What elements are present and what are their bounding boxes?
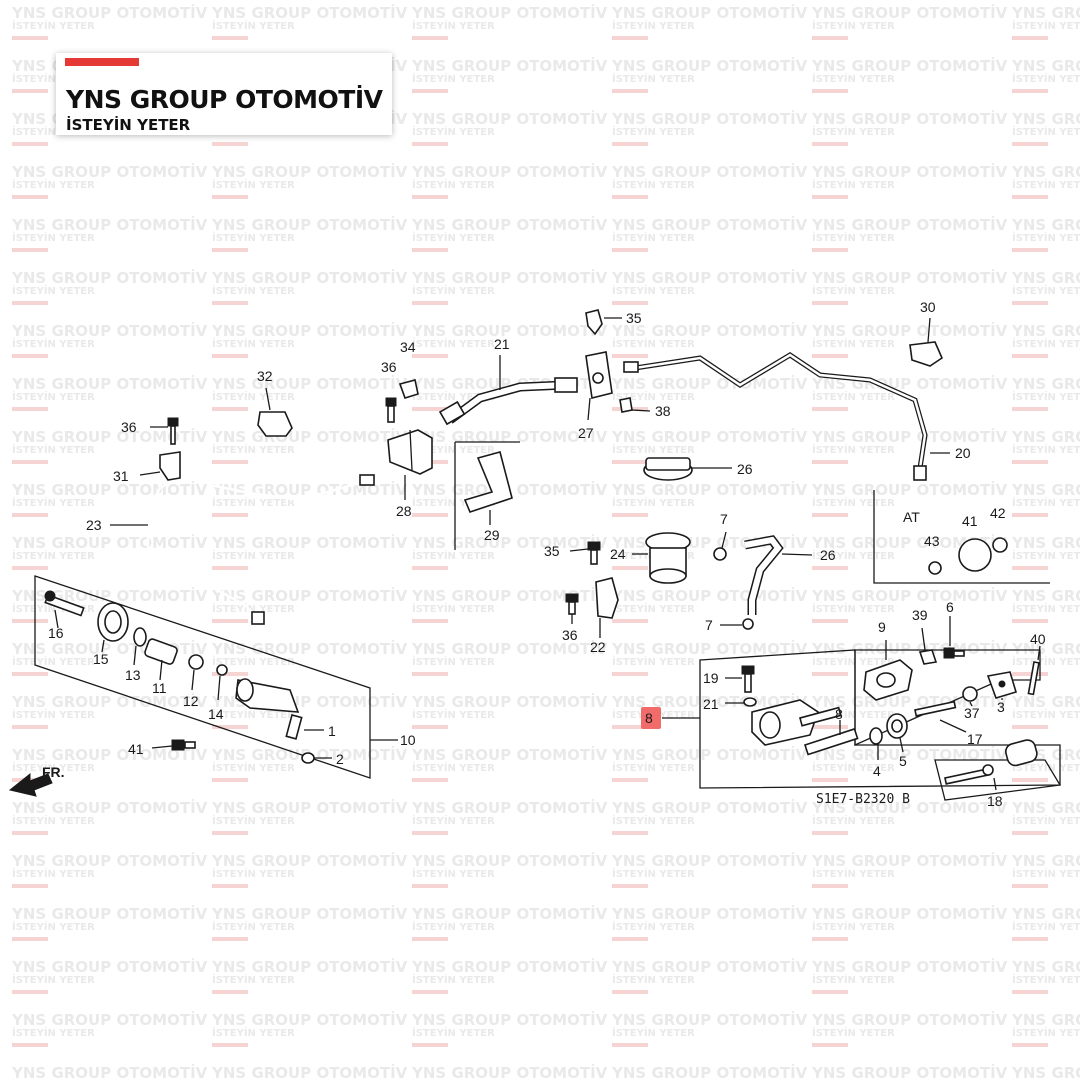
callout-24: 22 <box>590 639 606 655</box>
ring-14 <box>133 627 147 647</box>
switch-19 <box>1004 739 1038 767</box>
callout-26: 26 <box>820 547 836 563</box>
clip-35-right <box>585 309 603 336</box>
callout-29: 27 <box>578 425 594 441</box>
callout-35-a: 34 <box>400 339 416 355</box>
callout-18: 17 <box>967 731 983 747</box>
callout-41: 41 <box>128 741 144 757</box>
callout-31: 29 <box>484 527 500 543</box>
callout-17: 16 <box>48 625 64 641</box>
front-arrow-icon <box>8 772 53 797</box>
clamp-7a <box>713 547 727 561</box>
callout-4: 4 <box>873 763 881 779</box>
callout-13: 12 <box>183 693 199 709</box>
nut-39 <box>918 649 938 665</box>
brand-banner: YNS GROUP OTOMOTİV İSTEYİN YETER <box>56 53 392 135</box>
callout-42: 41 <box>962 513 978 529</box>
brand-name: YNS GROUP OTOMOTİV <box>66 85 383 114</box>
callout-8: 8 <box>645 710 653 726</box>
washer-15 <box>216 664 228 676</box>
callout-5: 5 <box>899 753 907 769</box>
callout-30: 28 <box>396 503 412 519</box>
valve-32 <box>909 341 944 367</box>
callout-22: 20 <box>955 445 971 461</box>
callout-7-b: 7 <box>705 617 713 633</box>
cap-43a <box>992 537 1008 553</box>
callout-39: 39 <box>912 607 928 623</box>
callout-9: 8 <box>835 706 843 722</box>
pipe-22-fitting-b <box>913 465 927 481</box>
callout-36-a: 36 <box>121 419 137 435</box>
group-11-frame <box>34 575 371 779</box>
callout-10: 9 <box>878 619 886 635</box>
callout-7-a: 7 <box>720 511 728 527</box>
bracket-33 <box>159 451 181 481</box>
callout-28: 26 <box>737 461 753 477</box>
bracket-30 <box>387 429 433 475</box>
callout-1: 1 <box>328 723 336 739</box>
callout-23: 21 <box>494 336 510 352</box>
clip-34 <box>257 411 293 437</box>
callout-12: 11 <box>152 680 167 696</box>
callout-34: 32 <box>257 368 273 384</box>
callout-36-d: 36 <box>562 627 578 643</box>
callout-35-b: 35 <box>626 310 642 326</box>
callout-19: 18 <box>987 793 1003 809</box>
rod-9 <box>803 727 859 756</box>
clamp-7b <box>742 618 754 630</box>
cap-43b <box>928 561 942 575</box>
brand-slogan: İSTEYİN YETER <box>66 116 191 134</box>
callout-11: 10 <box>400 732 416 748</box>
front-label: FR. <box>42 764 65 780</box>
washer-21 <box>743 697 757 707</box>
bracket-24 <box>595 577 619 619</box>
piston-12 <box>144 638 178 665</box>
bleeder-1 <box>285 714 303 740</box>
callout-21: 21 <box>703 696 719 712</box>
callout-8-highlight <box>641 707 661 729</box>
callout-43-a: 42 <box>990 505 1006 521</box>
ring-4 <box>869 727 883 745</box>
callout-3: 3 <box>997 699 1005 715</box>
callout-37: 37 <box>964 705 980 721</box>
callout-6: 6 <box>946 599 954 615</box>
diagram-code: S1E7-B2320 B <box>816 792 910 807</box>
callout-43-b: 43 <box>924 533 940 549</box>
callout-15: 14 <box>208 706 224 722</box>
nut-37 <box>962 686 978 702</box>
callout-2: 2 <box>336 751 344 767</box>
callout-25: 23 <box>86 517 102 533</box>
callout-27: 24 <box>610 546 626 562</box>
clip-35-left <box>398 379 419 399</box>
callout-32: 30 <box>920 299 936 315</box>
callout-14: 13 <box>125 667 141 683</box>
pipe-fitting-25b <box>251 611 265 625</box>
pin-40 <box>1027 661 1040 696</box>
callout-36-c: 35 <box>544 543 560 559</box>
pipe-22-fitting-a <box>623 361 639 373</box>
brand-accent-bar <box>65 58 139 66</box>
callout-20: 19 <box>703 670 719 686</box>
pipe-fitting-25a <box>359 474 375 486</box>
hose-23-fitting <box>554 377 578 393</box>
plug-42 <box>958 538 992 572</box>
hose-23-end <box>438 400 466 426</box>
callout-33: 31 <box>113 468 129 484</box>
callout-38: 38 <box>655 403 671 419</box>
rod-18 <box>914 700 957 717</box>
callout-16: 15 <box>93 651 109 667</box>
at-label: AT <box>903 509 920 525</box>
callout-36-b: 36 <box>381 359 397 375</box>
callout-40: 40 <box>1030 631 1046 647</box>
pushrod <box>799 706 842 727</box>
bracket-31 <box>463 451 513 513</box>
seal-13 <box>188 654 204 670</box>
